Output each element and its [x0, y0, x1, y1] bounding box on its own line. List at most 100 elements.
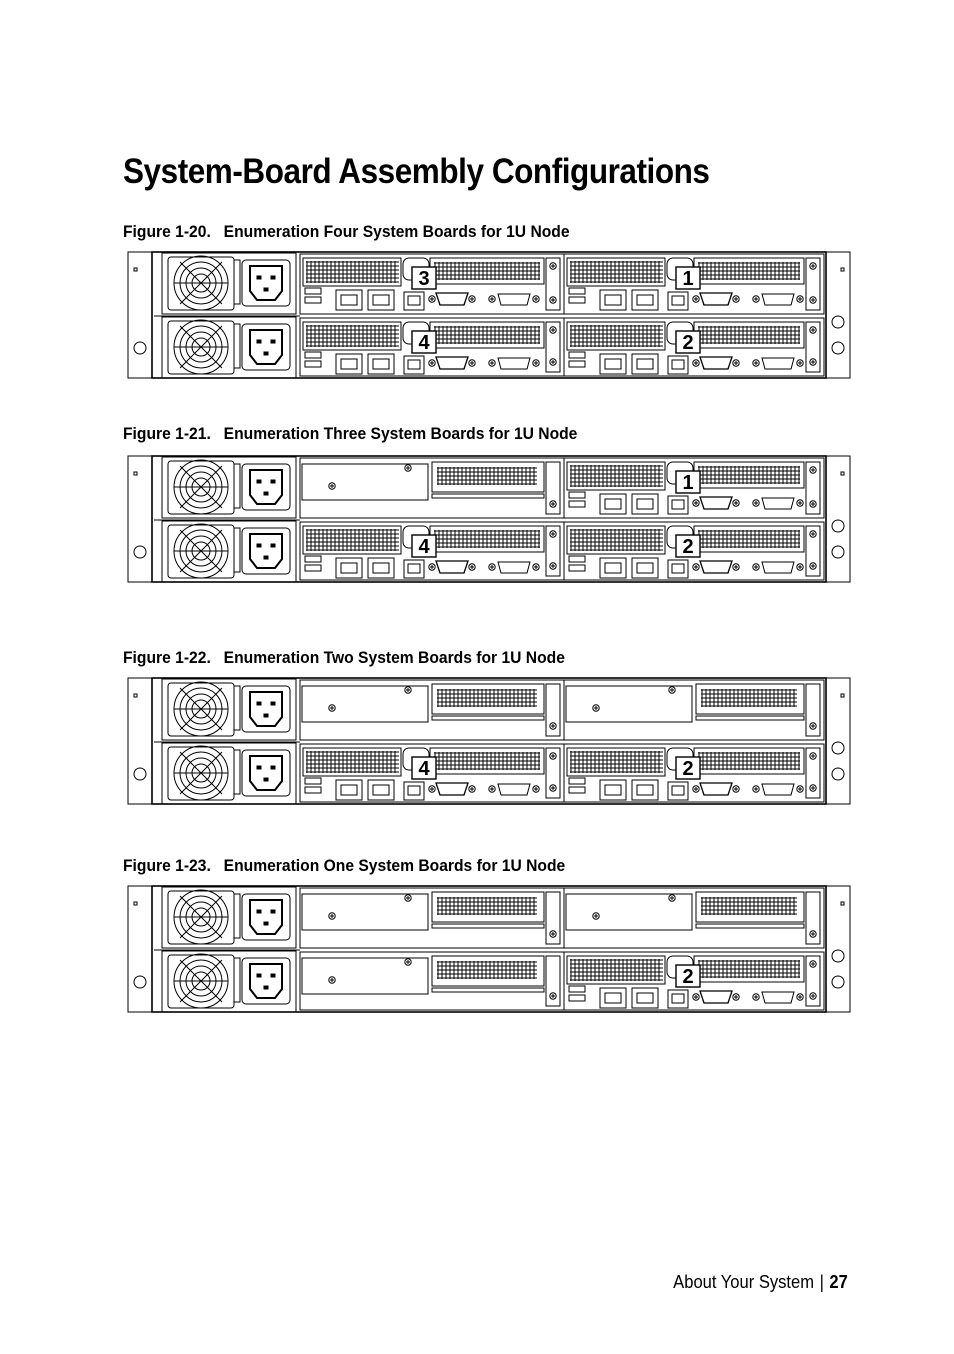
rack-ear-left	[127, 885, 153, 1013]
usb-port-icon	[304, 360, 322, 368]
power-supply	[161, 456, 297, 519]
ethernet-port-icon	[631, 493, 659, 515]
mgmt-port-icon	[403, 355, 425, 375]
system-board-top-left	[299, 457, 565, 519]
thumbscrew-icon	[831, 741, 845, 755]
serial-port-icon	[699, 782, 733, 796]
screw-icon	[752, 295, 760, 303]
screw-icon	[668, 894, 676, 902]
rack-ear-right	[825, 251, 851, 379]
screw-icon	[692, 785, 700, 793]
screw-icon	[549, 722, 557, 730]
thumbscrew-icon	[831, 341, 845, 355]
screw-icon	[532, 295, 540, 303]
screw-icon	[592, 912, 600, 920]
screw-icon	[796, 563, 804, 571]
usb-port-icon	[304, 287, 322, 295]
usb-port-icon	[568, 287, 586, 295]
usb-port-icon	[568, 360, 586, 368]
thumbscrew-icon	[831, 767, 845, 781]
figure-caption-1-23: Figure 1-23.Enumeration One System Board…	[123, 856, 565, 876]
screw-icon	[809, 326, 817, 334]
power-inlet-icon	[241, 685, 291, 733]
power-supply	[161, 520, 297, 583]
power-supply	[161, 886, 297, 949]
power-supply	[161, 742, 297, 805]
figure-number: Figure 1-21.	[123, 424, 211, 443]
screw-icon	[549, 326, 557, 334]
rack-ear-right	[825, 885, 851, 1013]
serial-port-icon	[435, 356, 469, 370]
power-inlet-icon	[241, 527, 291, 575]
usb-port-icon	[304, 777, 322, 785]
screw-icon	[549, 296, 557, 304]
vga-port-icon	[497, 561, 531, 574]
vga-port-icon	[761, 991, 795, 1004]
screw-icon	[488, 359, 496, 367]
usb-port-icon	[304, 555, 322, 563]
screw-icon	[549, 992, 557, 1000]
mgmt-port-icon	[667, 495, 689, 515]
usb-port-icon	[568, 994, 586, 1002]
usb-port-icon	[304, 296, 322, 304]
screw-icon	[468, 563, 476, 571]
thumbscrew-icon	[133, 341, 147, 355]
figure-title: Enumeration Three System Boards for 1U N…	[223, 424, 578, 443]
usb-port-icon	[568, 555, 586, 563]
system-board-bottom-left	[299, 951, 565, 1011]
screw-icon	[328, 912, 336, 920]
ethernet-port-icon	[335, 557, 363, 579]
screw-icon	[549, 562, 557, 570]
power-inlet-icon	[241, 749, 291, 797]
thumbscrew-icon	[831, 519, 845, 533]
blank-cover	[565, 893, 693, 931]
ethernet-port-icon	[631, 289, 659, 311]
rack-ear-right	[825, 455, 851, 583]
screw-icon	[809, 752, 817, 760]
screw-icon	[692, 563, 700, 571]
ethernet-port-icon	[631, 557, 659, 579]
usb-port-icon	[568, 351, 586, 359]
slot-callout-box	[411, 756, 437, 780]
power-inlet-icon	[241, 259, 291, 307]
vga-port-icon	[497, 357, 531, 370]
figure-number: Figure 1-20.	[123, 222, 211, 241]
slot-callout-box	[411, 330, 437, 354]
serial-port-icon	[699, 990, 733, 1004]
ethernet-port-icon	[599, 779, 627, 801]
blank-cover	[301, 893, 429, 931]
power-inlet-icon	[241, 957, 291, 1005]
mgmt-port-icon	[667, 291, 689, 311]
system-board-top-right	[563, 887, 825, 949]
screw-icon	[692, 993, 700, 1001]
figure-caption-1-22: Figure 1-22.Enumeration Two System Board…	[123, 648, 565, 668]
psu-handle	[233, 259, 241, 305]
screw-icon	[796, 993, 804, 1001]
usb-port-icon	[304, 786, 322, 794]
screw-icon	[428, 785, 436, 793]
usb-port-icon	[304, 564, 322, 572]
screw-icon	[809, 466, 817, 474]
rack-ear-left	[127, 455, 153, 583]
power-inlet-icon	[241, 463, 291, 511]
screw-icon	[809, 784, 817, 792]
psu-handle	[233, 685, 241, 731]
ethernet-port-icon	[631, 987, 659, 1009]
thumbscrew-icon	[831, 545, 845, 559]
usb-port-icon	[568, 985, 586, 993]
vga-port-icon	[497, 783, 531, 796]
slot-number: 3	[418, 268, 429, 290]
slot-callout-box	[675, 756, 701, 780]
slot-number: 4	[418, 332, 430, 354]
screw-icon	[752, 499, 760, 507]
slot-number: 4	[418, 758, 430, 780]
vga-port-icon	[761, 783, 795, 796]
screw-icon	[488, 785, 496, 793]
mgmt-port-icon	[667, 781, 689, 801]
vga-port-icon	[497, 293, 531, 306]
screw-icon	[549, 784, 557, 792]
thumbscrew-icon	[831, 975, 845, 989]
